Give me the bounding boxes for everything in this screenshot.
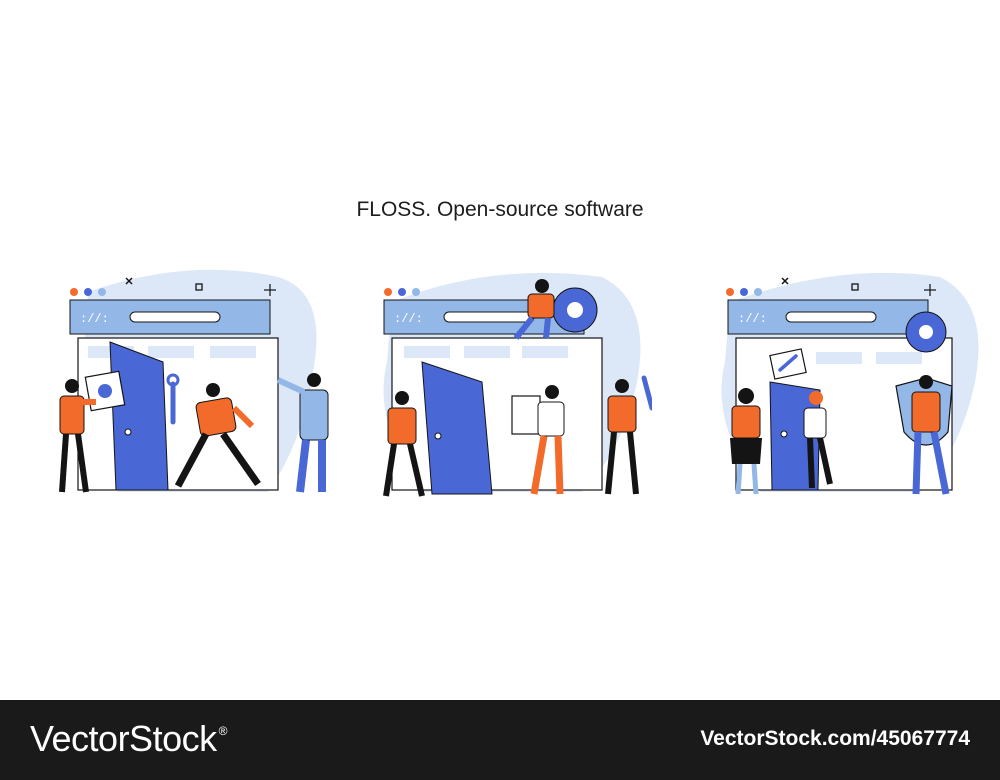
illustration-scene-team-building: ://:: [352, 262, 652, 507]
illustration-scene-repair-door: ://:: [38, 262, 338, 507]
person-carrying-gear: [513, 279, 555, 340]
window-badge: ://:: [80, 312, 109, 326]
person-running: [174, 383, 261, 488]
illustration-scene-security: ://:: [700, 262, 1000, 507]
registered-mark: ®: [218, 724, 228, 738]
person-holding-panel: [59, 379, 96, 493]
window-badge: ://:: [738, 312, 767, 326]
person-with-wrench: [605, 379, 639, 495]
person-arms-crossed: [911, 375, 950, 495]
person-in-blue: [276, 373, 329, 493]
wrench-icon: [166, 373, 180, 425]
brand-name: VectorStock: [30, 718, 217, 759]
person-woman-left: [730, 388, 762, 495]
person-with-frame: [530, 385, 565, 495]
image-id: VectorStock.com/45067774: [700, 727, 970, 750]
watermark-footer: VectorStock® VectorStock.com/45067774: [0, 700, 1000, 780]
brand-logo: VectorStock®: [30, 718, 227, 760]
person-walking: [803, 391, 833, 489]
wrench-icon: [778, 354, 798, 372]
close-icon: [781, 277, 789, 285]
wrench-icon: [641, 375, 652, 411]
sparkle-icon: [924, 284, 936, 296]
page-title: FLOSS. Open-source software: [356, 198, 644, 221]
sparkle-icon: [264, 284, 276, 296]
gear-icon: [98, 384, 112, 398]
close-icon: [125, 277, 133, 285]
window-badge: ://:: [394, 312, 423, 326]
gear-icon: [552, 287, 598, 333]
open-door: [421, 361, 493, 495]
gear-icon: [905, 311, 947, 353]
person-standing-left: [383, 391, 425, 497]
open-door: [109, 341, 169, 491]
